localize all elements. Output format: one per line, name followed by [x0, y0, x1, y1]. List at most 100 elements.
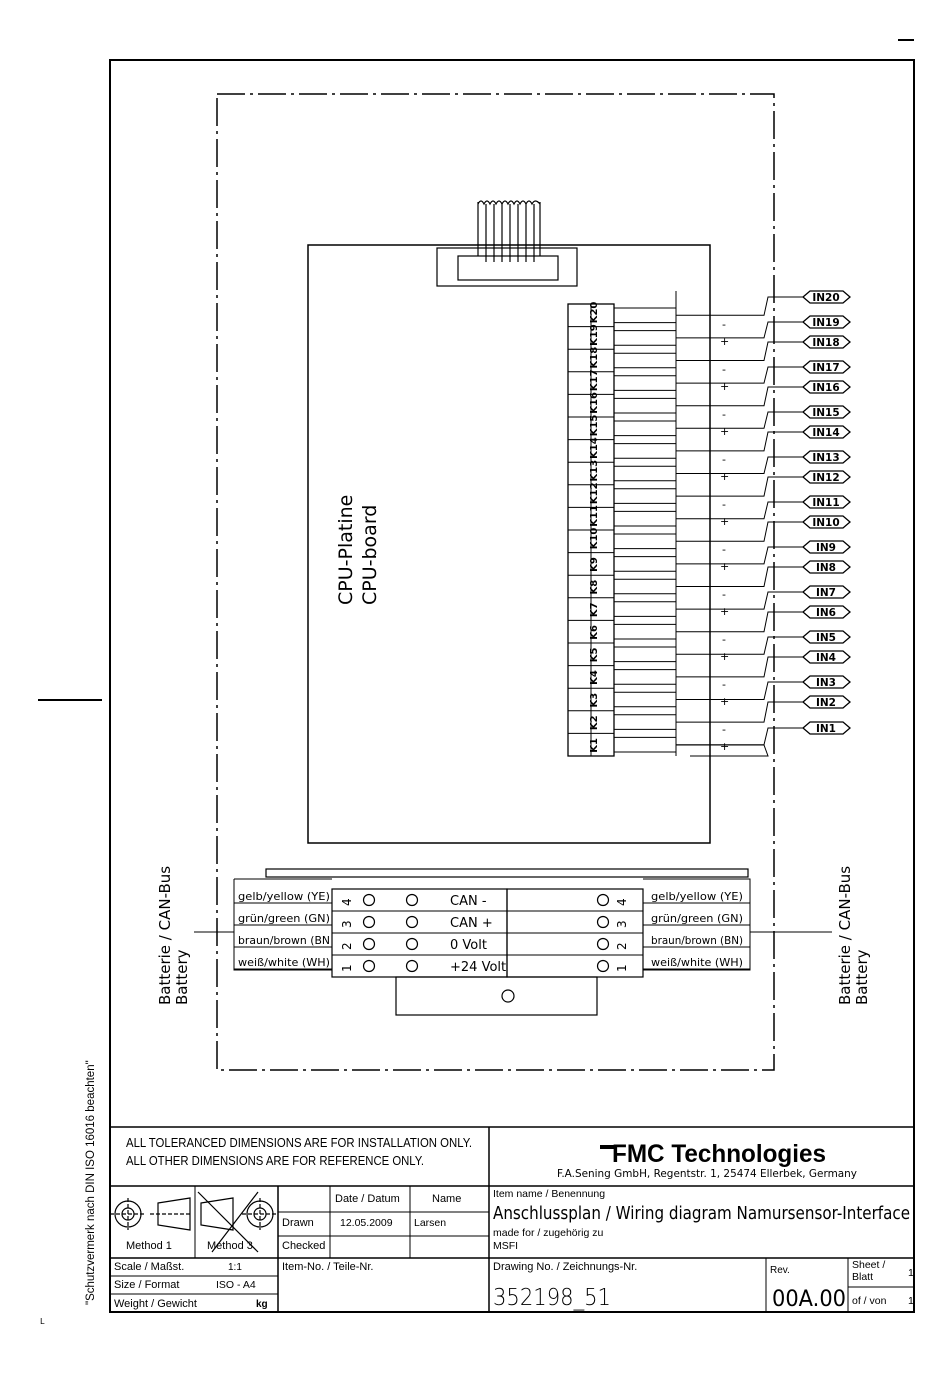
signal-wire — [676, 456, 803, 474]
pin-left-icon — [362, 893, 376, 907]
terminal-pin — [613, 601, 676, 617]
pin-left-icon — [362, 959, 376, 973]
terminal-pin — [613, 556, 676, 572]
input-tag — [802, 630, 851, 644]
terminal-pin — [613, 375, 676, 391]
side-label-left-2: Battery — [173, 949, 191, 1005]
input-in10: IN10 — [676, 515, 851, 542]
terminal-pin — [613, 307, 676, 324]
input-label: IN14 — [812, 427, 839, 439]
terminal-pin — [613, 578, 676, 595]
pin-mid-icon — [405, 937, 419, 951]
housing-outline — [216, 93, 775, 1071]
made-for-label: made for / zugehörig zu — [493, 1227, 603, 1239]
terminal-pin — [613, 352, 676, 369]
input-tag — [802, 470, 851, 484]
drawing-no: 352198_51 — [493, 1285, 611, 1311]
input-tag — [802, 360, 851, 374]
terminal-label: K18 — [589, 347, 600, 369]
terminal-label: K7 — [589, 602, 600, 617]
polarity-plus: + — [720, 425, 729, 438]
input-in17: IN17 — [676, 360, 851, 384]
right-wire-label: braun/brown (BN) — [651, 935, 743, 947]
signal-wire — [676, 431, 803, 452]
terminal-label: K9 — [589, 557, 600, 572]
input-tag — [802, 335, 851, 349]
pin-left-icon — [362, 915, 376, 929]
input-tag — [802, 515, 851, 529]
input-label: IN5 — [816, 632, 836, 644]
terminal-pin — [613, 397, 676, 414]
polarity-minus: - — [722, 543, 726, 556]
signal-wire — [676, 701, 803, 723]
pin-number-left: 4 — [340, 898, 354, 906]
polarity-minus: - — [722, 678, 726, 691]
signal-wire — [676, 501, 803, 520]
terminal-pin — [613, 330, 676, 346]
weight-unit: kg — [256, 1299, 268, 1310]
input-label: IN10 — [812, 517, 839, 529]
signal-wire — [676, 656, 803, 678]
drawn-date: 12.05.2009 — [340, 1217, 393, 1229]
side-label-right-1: Batterie / CAN-Bus — [836, 866, 854, 1005]
terminal-label: K11 — [589, 505, 600, 527]
item-name-label: Item name / Benennung — [493, 1188, 605, 1200]
input-tag — [802, 405, 851, 419]
input-in11: IN11 — [676, 495, 851, 520]
pin-mid-icon — [405, 893, 419, 907]
input-label: IN6 — [816, 607, 836, 619]
signal-wire — [676, 727, 803, 746]
signal-wire — [676, 611, 803, 633]
company-logo: FMC Technologies — [600, 1140, 826, 1168]
signal-wire — [676, 521, 803, 542]
left-wire-label: grün/green (GN) — [238, 913, 330, 925]
input-label: IN3 — [816, 677, 836, 689]
drawing-no-label: Drawing No. / Zeichnungs-Nr. — [493, 1261, 637, 1273]
rev-value: 00A.00 — [772, 1287, 846, 1312]
sheet-label-1: Sheet / — [852, 1259, 885, 1271]
signal-wire — [676, 591, 803, 610]
signal-wire — [676, 341, 803, 361]
title-block — [110, 1126, 914, 1312]
of-label: of / von — [852, 1295, 887, 1307]
terminal-label: K13 — [589, 460, 600, 482]
terminal-label: K8 — [589, 580, 600, 595]
method-3-label: Method 3 — [207, 1240, 253, 1252]
signal-label: +24 Volt — [450, 960, 506, 975]
ribbon-connector — [436, 200, 578, 287]
terminal-label: K6 — [589, 625, 600, 640]
sheet-label-2: Blatt — [852, 1271, 873, 1283]
date-header: Date / Datum — [335, 1193, 400, 1205]
protection-note: "Schutzvermerk nach DIN ISO 16016 beacht… — [85, 1060, 97, 1305]
pin-number-left: 1 — [340, 964, 354, 972]
left-wire-label: weiß/white (WH) — [238, 957, 330, 969]
polarity-plus: + — [720, 380, 729, 393]
input-tag — [802, 560, 851, 574]
polarity-plus: + — [720, 740, 729, 753]
terminal-label: K17 — [589, 369, 600, 391]
polarity-plus: + — [720, 335, 729, 348]
terminal-label: K10 — [589, 528, 600, 550]
input-label: IN9 — [816, 542, 836, 554]
cpu-board — [307, 244, 711, 844]
input-tag — [802, 315, 851, 329]
input-label: IN13 — [812, 452, 839, 464]
signal-wire — [676, 681, 803, 700]
input-label: IN18 — [812, 337, 839, 349]
polarity-plus: + — [720, 605, 729, 618]
signal-wire — [676, 636, 803, 655]
input-labels: IN20IN19IN18IN17IN16IN15IN14IN13IN12IN11… — [676, 290, 851, 757]
input-label: IN15 — [812, 407, 839, 419]
checked-label: Checked — [282, 1240, 325, 1252]
polarity-minus: - — [722, 318, 726, 331]
signal-label: CAN - — [450, 894, 487, 909]
drawn-name: Larsen — [414, 1217, 446, 1229]
terminal-label: K4 — [589, 670, 600, 685]
input-in14: IN14 — [676, 425, 851, 452]
terminal-pin — [613, 533, 676, 550]
signal-wire — [676, 321, 803, 339]
input-label: IN12 — [812, 472, 839, 484]
